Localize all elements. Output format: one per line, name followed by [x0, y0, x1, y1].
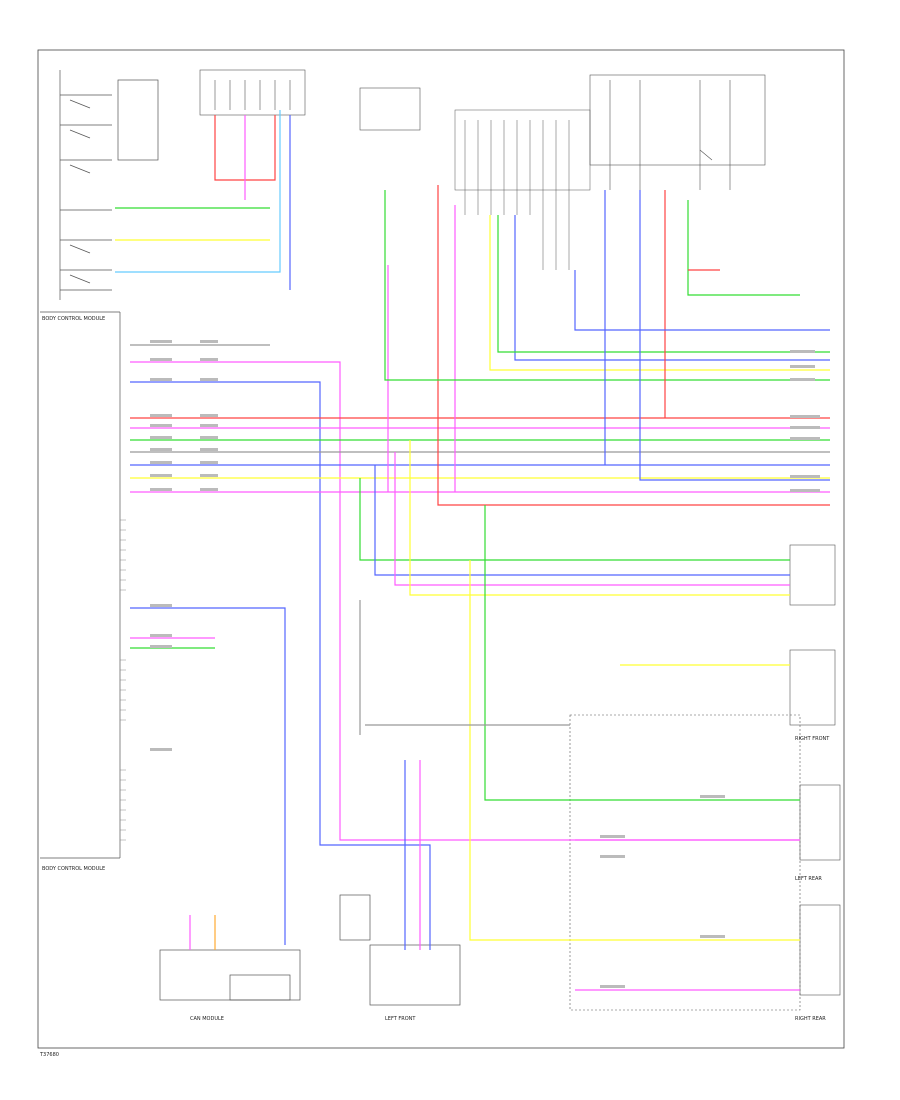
- label-bottom-left-component: CAN MODULE: [190, 1016, 224, 1022]
- top-center-connector: [199, 69, 421, 131]
- label-right-bottom-component: RIGHT REAR: [795, 1016, 826, 1022]
- diagram-frame: [37, 49, 845, 1049]
- center-connector-cluster: [454, 109, 591, 270]
- footer-code: T37680: [39, 1052, 59, 1058]
- left-module-pin-ticks: [120, 519, 126, 841]
- label-right-mid-component: RIGHT FRONT: [795, 736, 830, 742]
- wire-label-tags: [150, 340, 820, 988]
- label-left-module: BODY CONTROL MODULE: [42, 316, 105, 322]
- bottom-component-boxes: [159, 894, 461, 1006]
- label-bottom-center-component: LEFT FRONT: [385, 1016, 416, 1022]
- wires: [115, 110, 830, 991]
- top-right-switch-group: [589, 74, 766, 190]
- label-right-lower-component: LEFT REAR: [795, 876, 822, 882]
- left-module-connector: [40, 311, 121, 859]
- top-left-switch-bank: [59, 70, 159, 300]
- label-left-lower-module: BODY CONTROL MODULE: [42, 866, 105, 872]
